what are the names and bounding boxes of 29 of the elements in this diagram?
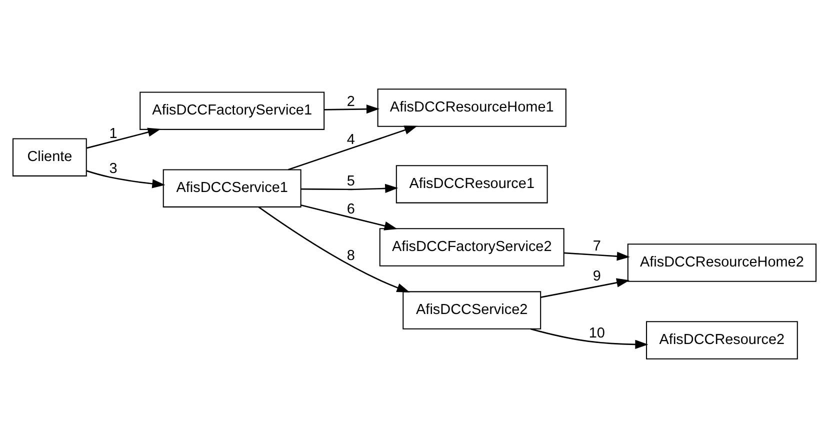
node-box: AfisDCCFactoryService1 bbox=[140, 92, 325, 130]
node-box: AfisDCCService1 bbox=[162, 169, 302, 208]
node-box: AfisDCCService2 bbox=[402, 291, 542, 330]
arrow bbox=[540, 278, 630, 298]
node-box: AfisDCCResourceHome2 bbox=[627, 244, 817, 282]
arrow bbox=[288, 126, 418, 170]
arrow bbox=[258, 206, 410, 292]
arrow bbox=[564, 252, 630, 261]
edge-label: 8 bbox=[346, 248, 355, 264]
arrow bbox=[301, 184, 398, 194]
edge-label: 1 bbox=[109, 126, 118, 142]
edge-label: 3 bbox=[109, 161, 118, 178]
node-box: AfisDCCResource1 bbox=[396, 165, 548, 204]
arrow bbox=[324, 104, 380, 114]
arrow bbox=[86, 128, 161, 149]
edge-label: 10 bbox=[588, 325, 605, 342]
node-box: AfisDCCResource2 bbox=[646, 321, 798, 360]
arrow bbox=[300, 204, 398, 230]
node-box: Cliente bbox=[12, 138, 87, 176]
edge-label: 9 bbox=[592, 268, 601, 285]
arrow bbox=[86, 170, 166, 188]
arrow bbox=[530, 328, 648, 349]
node-box: AfisDCCResourceHome1 bbox=[377, 88, 566, 127]
edge-label: 4 bbox=[346, 132, 355, 148]
node-box: AfisDCCFactoryService2 bbox=[379, 228, 564, 266]
edge-label: 5 bbox=[346, 173, 355, 190]
edge-label: 6 bbox=[346, 201, 355, 218]
edge-label: 2 bbox=[346, 94, 355, 110]
edge-label: 7 bbox=[592, 238, 601, 255]
